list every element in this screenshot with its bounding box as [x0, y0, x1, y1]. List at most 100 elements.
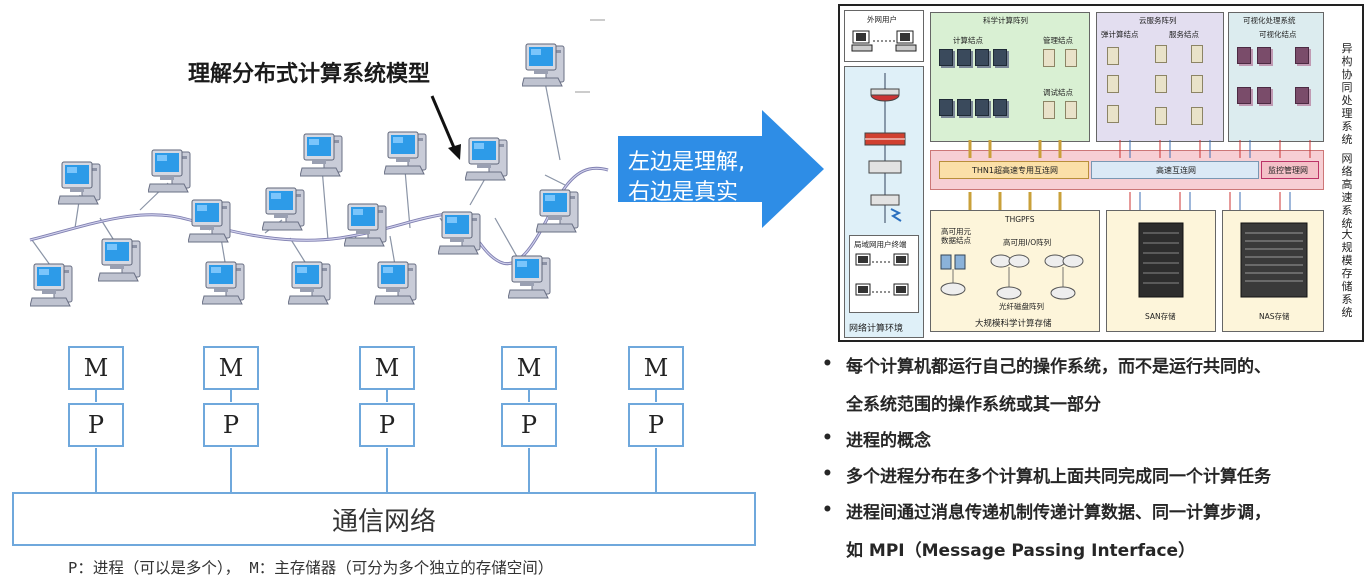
service-nodes-label: 服务结点	[1169, 30, 1199, 39]
computer-icon	[201, 258, 248, 308]
storage-servers-icon	[940, 254, 1084, 300]
ha-meta-label: 高可用元数据结点	[941, 227, 971, 245]
process-node-1: P	[68, 403, 124, 447]
sci-array-label: 科学计算阵列	[983, 16, 1028, 25]
memory-node-4: M	[501, 346, 557, 390]
network-env-label: 网络计算环境	[849, 324, 904, 334]
server-tower-icon	[1107, 105, 1119, 123]
arrow-caption: 左边是理解, 右边是真实	[628, 148, 778, 208]
server-rack-icon	[939, 49, 953, 66]
server-rack-icon	[975, 49, 989, 66]
server-tower-icon	[1155, 75, 1167, 93]
monitor-net-bar: 监控管理网	[1261, 161, 1319, 179]
communication-network: 通信网络	[12, 492, 756, 546]
server-tower-icon	[1065, 49, 1077, 67]
computer-icon	[521, 40, 568, 90]
server-tower-icon	[1043, 49, 1055, 67]
server-tower-icon	[1155, 107, 1167, 125]
net-system-label: 网络高速系统	[1341, 152, 1353, 230]
san-label: SAN存储	[1145, 312, 1176, 321]
computer-icon	[57, 158, 104, 208]
server-rack-icon	[957, 99, 971, 116]
server-tower-icon	[1191, 107, 1203, 125]
external-users-panel: 外网用户	[844, 10, 924, 62]
computer-icon	[507, 252, 554, 302]
server-tower-icon	[1191, 75, 1203, 93]
bullet-1-line-2: 全系统范围的操作系统或其一部分	[846, 395, 1101, 415]
server-rack-icon	[1257, 47, 1271, 64]
nas-label: NAS存储	[1259, 312, 1290, 321]
bullet-4-line-1: 进程间通过消息传递机制传递计算数据、同一计算步调，	[846, 503, 1271, 523]
server-rack-icon	[957, 49, 971, 66]
ha-io-label: 高可用I/O阵列	[1003, 238, 1052, 247]
computer-icon	[261, 184, 308, 234]
monitor-net-label: 监控管理网	[1268, 166, 1308, 175]
computer-icon	[147, 146, 194, 196]
bullet-dot-1: •	[822, 354, 833, 374]
server-rack-icon	[1237, 47, 1251, 64]
computer-icon	[343, 200, 390, 250]
bullet-1-line-1: 每个计算机都运行自己的操作系统，而不是运行共同的、	[846, 357, 1271, 377]
bullet-2-line-1: 进程的概念	[846, 431, 931, 451]
memory-node-2: M	[203, 346, 259, 390]
server-tower-icon	[1107, 75, 1119, 93]
process-node-3: P	[359, 403, 415, 447]
bullet-3-line-1: 多个进程分布在多个计算机上面共同完成同一个计算任务	[846, 467, 1271, 487]
vis-system-panel: 可视化处理系统 可视化结点	[1228, 12, 1324, 142]
lan-terminals-label: 局域网用户终端	[854, 240, 907, 249]
server-rack-icon	[1295, 47, 1309, 64]
thgpfs-label: THGPFS	[1005, 215, 1035, 224]
bullet-dot-4: •	[822, 500, 833, 520]
vis-nodes-label: 可视化结点	[1259, 30, 1297, 39]
debug-nodes-label: 调试结点	[1043, 88, 1073, 97]
vis-system-label: 可视化处理系统	[1243, 16, 1296, 25]
server-tower-icon	[1191, 45, 1203, 63]
network-model-title: 理解分布式计算系统模型	[188, 62, 431, 87]
lan-computers-icon	[855, 253, 909, 296]
process-node-2: P	[203, 403, 259, 447]
sci-array-panel: 科学计算阵列 计算结点 管理结点 调试结点	[930, 12, 1090, 142]
computer-icon	[437, 208, 484, 258]
computer-icon	[464, 134, 511, 184]
mgmt-nodes-label: 管理结点	[1043, 36, 1073, 45]
server-rack-icon	[1237, 87, 1251, 104]
cloud-array-panel: 云服务阵列 弹计算结点 服务结点	[1096, 12, 1224, 142]
net-system-band: THN1超高速专用互连网 高速互连网 监控管理网	[930, 150, 1324, 190]
memory-node-1: M	[68, 346, 124, 390]
big-arrow-icon	[618, 110, 824, 228]
storage-system-label: 大规模存储系统	[1341, 228, 1353, 319]
interconnect-arrows	[968, 140, 1311, 212]
thn-net-label: THN1超高速专用互连网	[972, 166, 1058, 175]
process-node-5: P	[628, 403, 684, 447]
fc-array-label: 光纤磁盘阵列	[999, 302, 1044, 311]
computer-icon	[97, 235, 144, 285]
cloud-compute-label: 弹计算结点	[1101, 30, 1139, 39]
legend-caption: P：进程（可以是多个）， M：主存储器（可分为多个独立的存储空间）	[68, 559, 554, 577]
sci-storage-panel: THGPFS 高可用元数据结点 高可用I/O阵列 光纤磁盘阵列 大规模科学计算存…	[930, 210, 1100, 332]
arrow-caption-line1: 左边是理解,	[628, 150, 745, 175]
sci-storage-label: 大规模科学计算存储	[975, 319, 1052, 329]
computer-icon	[299, 130, 346, 180]
server-rack-icon	[993, 49, 1007, 66]
computer-icon	[383, 128, 430, 178]
server-rack-icon	[939, 99, 953, 116]
memory-node-5: M	[628, 346, 684, 390]
san-panel: SAN存储	[1106, 210, 1216, 332]
hs-net-bar: 高速互连网	[1091, 161, 1259, 179]
process-node-4: P	[501, 403, 557, 447]
external-users-label: 外网用户	[867, 15, 897, 24]
cloud-array-label: 云服务阵列	[1139, 16, 1177, 25]
server-tower-icon	[1107, 47, 1119, 65]
thn-net-bar: THN1超高速专用互连网	[939, 161, 1089, 179]
server-rack-icon	[975, 99, 989, 116]
server-rack-icon	[993, 99, 1007, 116]
computer-icon	[29, 260, 76, 310]
computer-icon	[373, 258, 420, 308]
hs-net-label: 高速互连网	[1156, 166, 1196, 175]
server-tower-icon	[1155, 45, 1167, 63]
communication-network-label: 通信网络	[331, 506, 436, 537]
memory-node-3: M	[359, 346, 415, 390]
bullet-dot-2: •	[822, 428, 833, 448]
nas-storage-icon	[1240, 222, 1308, 298]
